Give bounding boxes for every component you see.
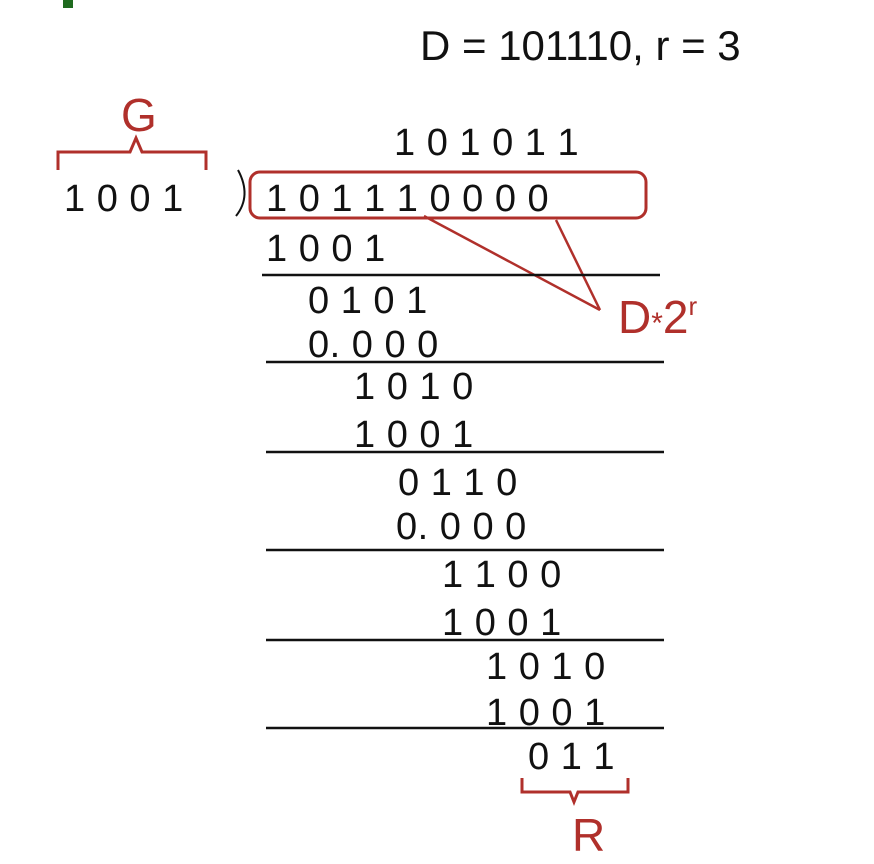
step-row: 0. 0 0 0 [308, 324, 439, 366]
shifted-data-label: D*2r [618, 290, 697, 344]
multiply-operator: * [651, 307, 663, 340]
step-row: 1 0 1 0 [486, 646, 606, 688]
dividend: 1 0 1 1 1 0 0 0 0 [266, 178, 550, 220]
corner-mark [63, 0, 73, 8]
step-row: 1 0 1 0 [354, 366, 474, 408]
step-row: 1 0 0 1 [442, 602, 562, 644]
step-row: 1 0 0 1 [266, 228, 386, 270]
generator-label: G [121, 89, 157, 141]
shifted-data-exponent: r [688, 291, 698, 321]
step-row: 0 1 1 [528, 736, 616, 778]
step-row: 0 1 0 1 [308, 280, 428, 322]
division-bracket [235, 169, 246, 217]
header-text: D = 101110, r = 3 [420, 22, 741, 69]
dividend-highlight-box [248, 170, 648, 220]
shifted-data-prefix: D [618, 291, 652, 343]
quotient: 1 0 1 0 1 1 [394, 122, 580, 164]
divisor: 1 0 0 1 [64, 178, 184, 220]
pointer-line [554, 219, 602, 311]
remainder-label: R [572, 809, 606, 861]
step-row: 1 0 0 1 [354, 414, 474, 456]
generator-bracket [56, 134, 208, 170]
remainder-bracket [520, 778, 630, 807]
step-row: 1 0 0 1 [486, 692, 606, 734]
step-row: 0. 0 0 0 [396, 506, 527, 548]
pointer-line [423, 214, 601, 312]
step-row: 0 1 1 0 [398, 462, 518, 504]
step-row: 1 1 0 0 [442, 554, 562, 596]
shifted-data-base: 2 [662, 291, 689, 343]
